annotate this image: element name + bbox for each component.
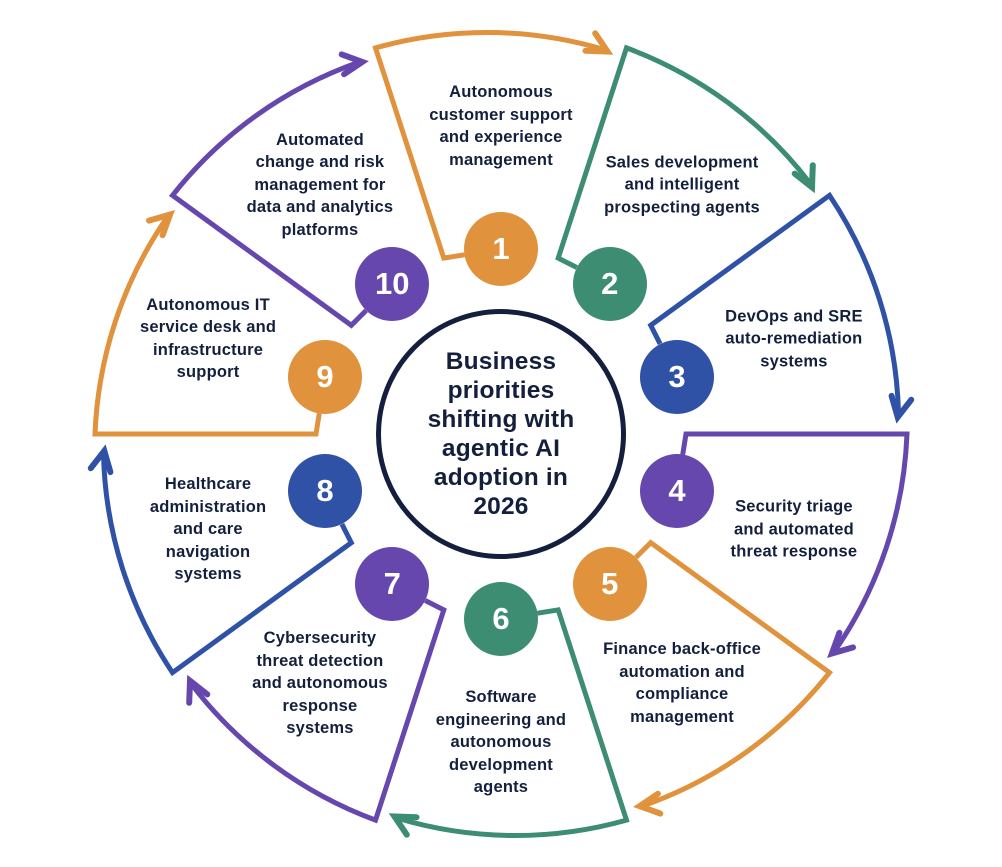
segment-arrow-9: [92, 215, 322, 437]
segment-arrow-5: [634, 539, 834, 808]
item-label-4: Security triage and automated threat res…: [730, 497, 858, 561]
item-number-circle-2: 2: [572, 247, 647, 322]
arrowhead-2: [791, 162, 816, 194]
segment-arrow-10: [168, 60, 368, 329]
center-circle: Business priorities shifting with agenti…: [376, 309, 626, 559]
item-label-9: Autonomous IT service desk and infrastru…: [139, 295, 277, 382]
segment-arrow-4: [680, 431, 910, 653]
arrowhead-10: [338, 51, 369, 78]
item-number-circle-10: 10: [355, 247, 430, 322]
item-number-circle-6: 6: [464, 582, 538, 656]
segment-arrow-1: [372, 30, 605, 261]
item-label-6: Software engineering and autonomous deve…: [435, 687, 567, 796]
arrowhead-1: [582, 30, 614, 55]
arrowhead-8: [87, 444, 114, 476]
segment-arrow-3: [647, 191, 901, 414]
segment-arrow-8: [101, 454, 355, 677]
item-number-circle-7: 7: [355, 546, 430, 621]
item-label-7: Cybersecurity threat detection and auton…: [252, 628, 388, 737]
arrowhead-9: [146, 209, 175, 239]
center-title: Business priorities shifting with agenti…: [427, 348, 575, 520]
item-label-2: Sales development and intelligent prospe…: [604, 153, 760, 217]
item-number-circle-8: 8: [288, 454, 363, 529]
item-label-5: Finance back-office automation and compl…: [603, 640, 761, 726]
item-number-circle-4: 4: [639, 454, 714, 529]
arrowhead-5: [633, 790, 664, 817]
segment-arrow-2: [555, 44, 813, 270]
item-label-10: Automated change and risk management for…: [246, 130, 394, 239]
item-number-circle-5: 5: [572, 546, 647, 621]
item-label-3: DevOps and SRE auto-remediation systems: [725, 307, 863, 371]
item-label-1: Autonomous customer support and experien…: [429, 83, 573, 169]
segment-arrow-6: [397, 607, 630, 838]
arrowhead-3: [888, 392, 915, 424]
segment-arrow-7: [189, 598, 447, 824]
arrowhead-4: [827, 629, 856, 659]
arrowhead-6: [388, 813, 420, 838]
item-number-circle-1: 1: [464, 212, 538, 286]
item-number-circle-9: 9: [288, 339, 363, 414]
item-number-circle-3: 3: [639, 339, 714, 414]
item-label-8: Healthcare administration and care navig…: [149, 474, 267, 583]
arrowhead-7: [186, 674, 211, 706]
